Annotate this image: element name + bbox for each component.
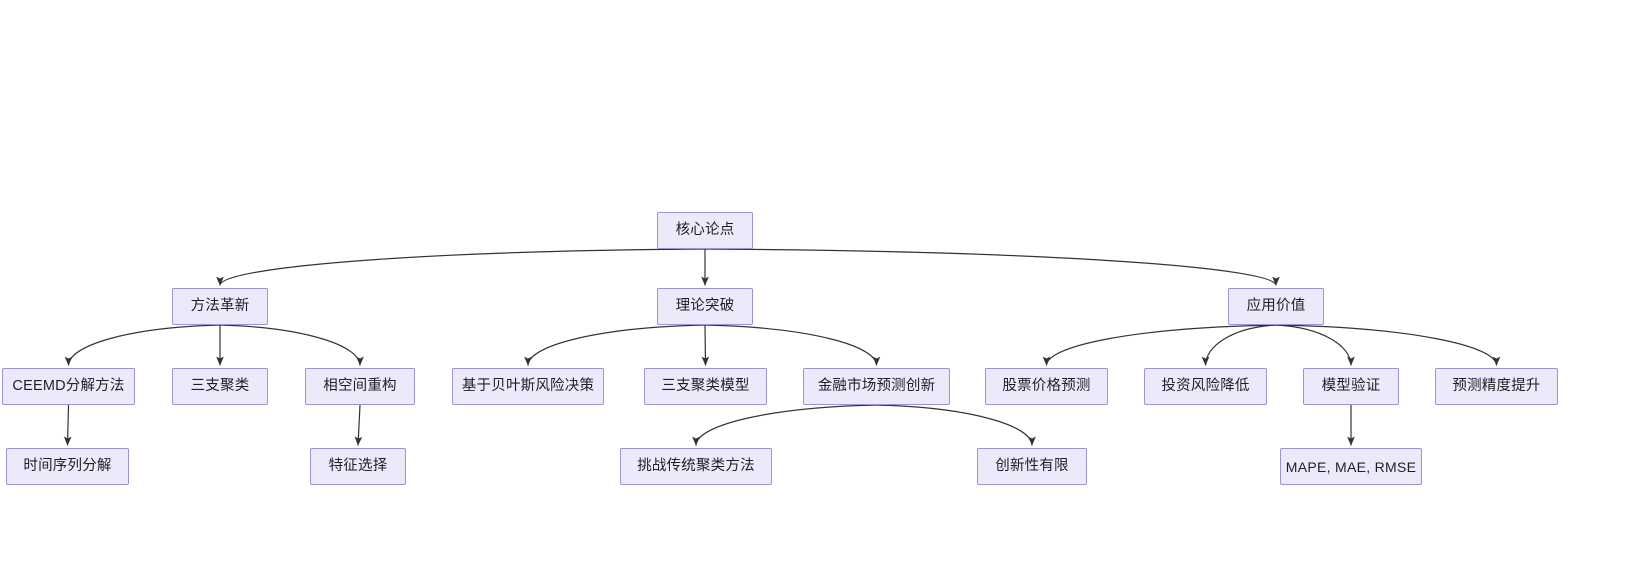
node-label: 预测精度提升 [1452,378,1541,395]
node-l3d[interactable]: 创新性有限 [977,448,1087,485]
node-l2a[interactable]: CEEMD分解方法 [2,368,135,405]
node-label: 特征选择 [328,458,388,475]
edge-l2f-to-l3d [876,404,1036,446]
node-label: 基于贝叶斯风险决策 [461,378,595,395]
node-label: 核心论点 [675,222,735,239]
node-l3e[interactable]: MAPE, MAE, RMSE [1280,448,1422,485]
node-l2c[interactable]: 相空间重构 [305,368,415,405]
node-l1c[interactable]: 应用价值 [1228,288,1324,325]
edge-l1a-to-l2c [219,324,364,366]
edge-l1b-to-l2f [704,324,881,366]
node-l2j[interactable]: 预测精度提升 [1435,368,1558,405]
node-l3c[interactable]: 挑战传统聚类方法 [620,448,772,485]
node-label: 股票价格预测 [1002,378,1091,395]
node-l1a[interactable]: 方法革新 [172,288,268,325]
edge-root-to-l1a [216,248,706,286]
edge-l1b-to-l2d [524,324,706,366]
edge-l2c-to-l3b [354,404,363,446]
node-label: 创新性有限 [995,458,1069,475]
node-label: 时间序列分解 [23,458,112,475]
edge-l2a-to-l3a [63,404,72,446]
edge-l1c-to-l2h [1201,324,1277,366]
node-l2g[interactable]: 股票价格预测 [985,368,1108,405]
node-label: 金融市场预测创新 [817,378,936,395]
node-label: 投资风险降低 [1161,378,1250,395]
node-label: 挑战传统聚类方法 [637,458,755,475]
node-label: 方法革新 [190,298,250,315]
node-label: MAPE, MAE, RMSE [1285,458,1417,475]
node-l2i[interactable]: 模型验证 [1303,368,1399,405]
edge-l1c-to-l2j [1275,324,1501,366]
node-l2f[interactable]: 金融市场预测创新 [803,368,950,405]
node-l3b[interactable]: 特征选择 [310,448,406,485]
node-l2b[interactable]: 三支聚类 [172,368,268,405]
node-l2e[interactable]: 三支聚类模型 [644,368,767,405]
edge-l2f-to-l3c [692,404,877,446]
edge-l1c-to-l2i [1275,324,1355,366]
node-l2d[interactable]: 基于贝叶斯风险决策 [452,368,604,405]
node-label: 三支聚类 [190,378,250,395]
node-label: 模型验证 [1321,378,1381,395]
edge-l1c-to-l2g [1042,324,1277,366]
edge-l1b-to-l2e [701,324,710,366]
node-l1b[interactable]: 理论突破 [657,288,753,325]
edge-root-to-l1c [704,248,1280,286]
node-label: 相空间重构 [323,378,397,395]
node-root[interactable]: 核心论点 [657,212,753,249]
node-label: 应用价值 [1246,298,1306,315]
edge-paths [63,248,1501,446]
node-label: 理论突破 [675,298,735,315]
node-label: 三支聚类模型 [661,378,750,395]
edge-l1a-to-l2a [64,324,221,366]
node-label: CEEMD分解方法 [12,378,125,395]
node-l3a[interactable]: 时间序列分解 [6,448,129,485]
node-l2h[interactable]: 投资风险降低 [1144,368,1267,405]
